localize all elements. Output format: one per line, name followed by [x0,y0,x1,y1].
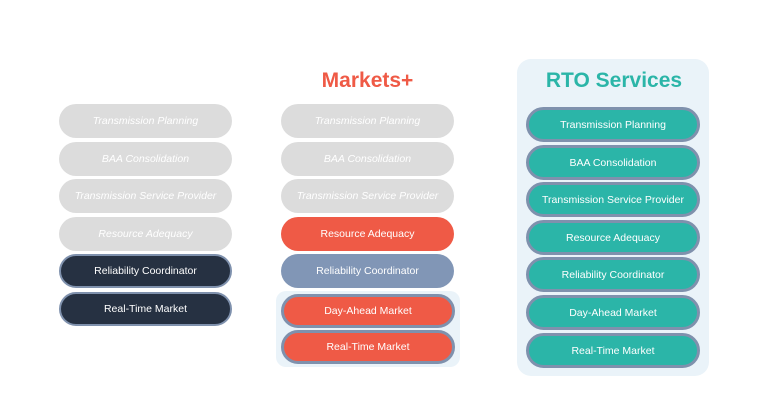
markets-real-time-market: Real-Time Market [281,330,455,364]
left-real-time-market: Real-Time Market [59,292,232,326]
markets-day-ahead-market: Day-Ahead Market [281,294,455,328]
rto-baa-consolidation: BAA Consolidation [526,145,700,180]
rto-transmission-planning: Transmission Planning [526,107,700,142]
left-transmission-planning: Transmission Planning [59,104,232,138]
markets-transmission-service-provider: Transmission Service Provider [281,179,454,213]
left-reliability-coordinator: Reliability Coordinator [59,254,232,288]
rto-day-ahead-market: Day-Ahead Market [526,295,700,330]
markets-baa-consolidation: BAA Consolidation [281,142,454,176]
markets-resource-adequacy: Resource Adequacy [281,217,454,251]
left-transmission-service-provider: Transmission Service Provider [59,179,232,213]
markets-plus-title: Markets+ [321,69,414,92]
markets-reliability-coordinator: Reliability Coordinator [281,254,454,288]
left-resource-adequacy: Resource Adequacy [59,217,232,251]
rto-real-time-market: Real-Time Market [526,333,700,368]
rto-transmission-service-provider: Transmission Service Provider [526,182,700,217]
markets-transmission-planning: Transmission Planning [281,104,454,138]
left-baa-consolidation: BAA Consolidation [59,142,232,176]
rto-services-title: RTO Services [545,69,683,92]
rto-reliability-coordinator: Reliability Coordinator [526,257,700,292]
rto-resource-adequacy: Resource Adequacy [526,220,700,255]
